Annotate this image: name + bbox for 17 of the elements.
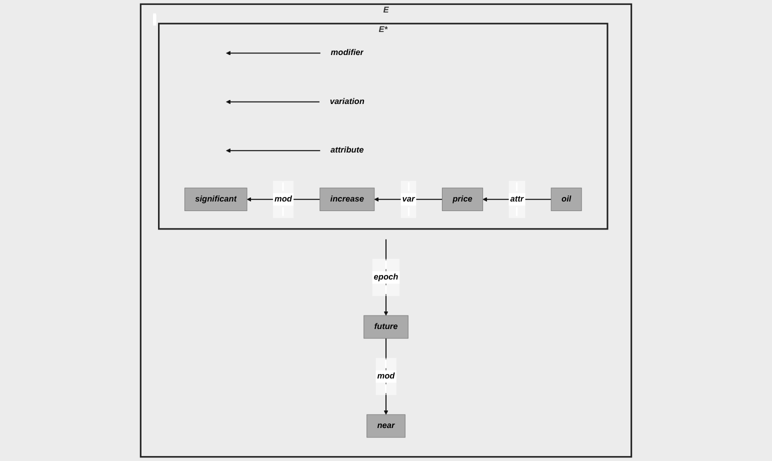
edge-label: var xyxy=(402,194,415,204)
node-text: attribute xyxy=(330,146,364,155)
arrow xyxy=(226,100,320,104)
arrow xyxy=(226,148,320,153)
node-text: variation xyxy=(330,97,364,106)
node-box: near xyxy=(366,414,406,438)
node-box: price xyxy=(442,188,484,212)
edge-label: attr xyxy=(510,194,524,204)
node-box: significant xyxy=(184,188,248,212)
arrow xyxy=(226,50,320,56)
node-box: future xyxy=(364,315,408,339)
edge-label: mod xyxy=(377,372,395,381)
edge-label: mod xyxy=(274,194,292,204)
node-box: oil xyxy=(550,188,582,212)
node-text: modifier xyxy=(330,48,364,58)
edge-label: epoch xyxy=(374,272,398,282)
node-box: increase xyxy=(320,188,375,212)
